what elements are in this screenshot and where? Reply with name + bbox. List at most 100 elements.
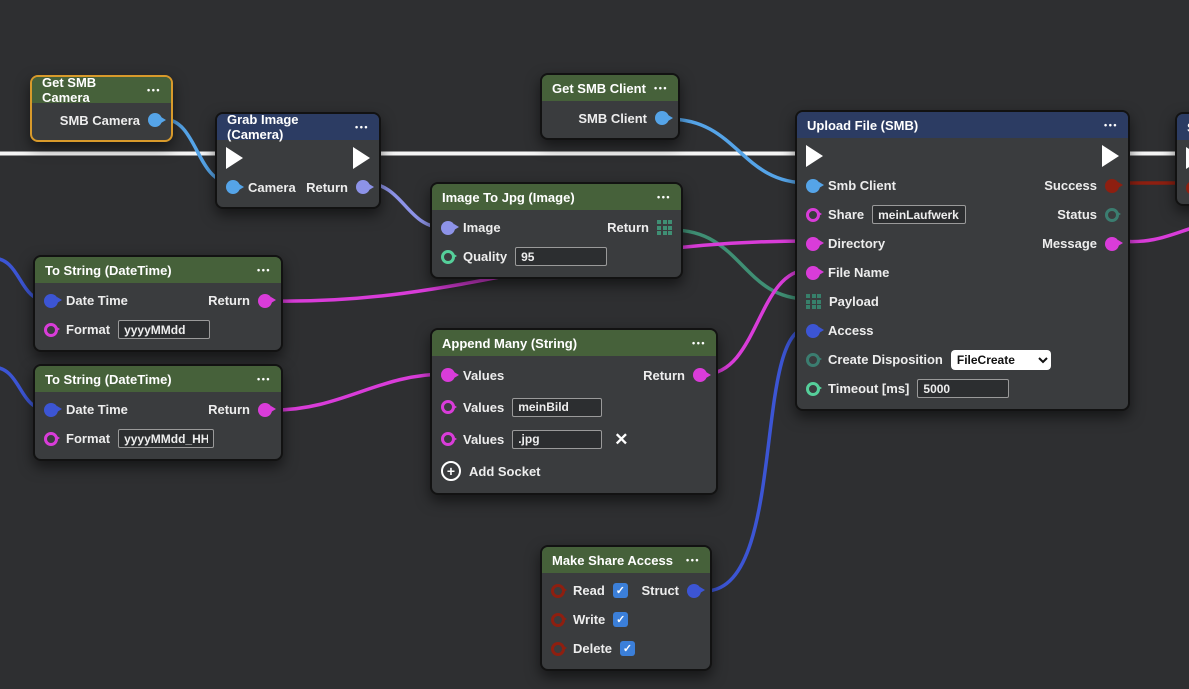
input-socket-create-disposition[interactable] bbox=[806, 352, 822, 367]
output-label: Struct bbox=[641, 583, 679, 598]
node-header[interactable]: Image To Jpg (Image) ••• bbox=[432, 184, 681, 210]
add-socket-label[interactable]: Add Socket bbox=[469, 463, 541, 479]
quality-field[interactable] bbox=[515, 247, 608, 266]
node-upload-file[interactable]: Upload File (SMB) ••• Smb Client Success… bbox=[795, 110, 1130, 411]
node-to-string-datetime-2[interactable]: To String (DateTime) ••• Date Time Retur… bbox=[33, 364, 283, 461]
node-header[interactable]: Make Share Access ••• bbox=[542, 547, 710, 573]
share-field[interactable] bbox=[872, 205, 967, 224]
node-menu-icon[interactable]: ••• bbox=[257, 265, 271, 275]
node-menu-icon[interactable]: ••• bbox=[355, 122, 369, 132]
values-2-field[interactable] bbox=[512, 397, 603, 417]
io-row: Date Time Return bbox=[35, 395, 281, 424]
node-menu-icon[interactable]: ••• bbox=[686, 555, 700, 565]
node-to-string-datetime-1[interactable]: To String (DateTime) ••• Date Time Retur… bbox=[33, 255, 283, 352]
input-socket-smb-client[interactable] bbox=[806, 178, 824, 193]
file-name-wire[interactable] bbox=[704, 268, 809, 376]
format-field[interactable] bbox=[118, 320, 211, 339]
output-socket-struct[interactable] bbox=[687, 583, 705, 598]
output-label: Return bbox=[208, 293, 250, 308]
input-socket-date-time[interactable] bbox=[44, 293, 62, 308]
add-socket-row[interactable]: + Add Socket bbox=[432, 455, 716, 487]
format-field[interactable] bbox=[118, 429, 215, 448]
output-socket-status[interactable] bbox=[1105, 207, 1121, 222]
input-label: Write bbox=[573, 612, 606, 627]
node-menu-icon[interactable]: ••• bbox=[657, 192, 671, 202]
input-socket-delete[interactable] bbox=[551, 641, 567, 656]
output-socket-return[interactable] bbox=[258, 293, 276, 308]
input-socket-format[interactable] bbox=[44, 322, 60, 337]
node-menu-icon[interactable]: ••• bbox=[1104, 120, 1118, 130]
node-image-to-jpg[interactable]: Image To Jpg (Image) ••• Image Return Qu… bbox=[430, 182, 683, 279]
add-socket-icon[interactable]: + bbox=[441, 461, 461, 481]
write-checkbox[interactable]: ✓ bbox=[613, 612, 629, 627]
node-menu-icon[interactable]: ••• bbox=[692, 338, 706, 348]
node-header[interactable]: Get SMB Camera ••• bbox=[32, 75, 171, 105]
input-socket-timeout[interactable] bbox=[806, 381, 822, 396]
node-grab-image[interactable]: Grab Image (Camera) ••• Camera Return bbox=[215, 112, 381, 209]
read-checkbox[interactable]: ✓ bbox=[612, 583, 628, 598]
output-socket-smb-camera[interactable] bbox=[148, 113, 166, 127]
input-socket-date-time[interactable] bbox=[44, 402, 62, 417]
node-header[interactable]: To String (DateTime) ••• bbox=[35, 366, 281, 392]
input-socket-format[interactable] bbox=[44, 431, 60, 446]
node-make-share-access[interactable]: Make Share Access ••• Read ✓ Struct Writ… bbox=[540, 545, 712, 671]
node-title: S bbox=[1187, 120, 1189, 135]
input-socket-access[interactable] bbox=[806, 323, 824, 338]
input-row: Values bbox=[432, 391, 716, 423]
delete-checkbox[interactable]: ✓ bbox=[620, 641, 636, 656]
input-label: Camera bbox=[248, 179, 296, 195]
payload-wire[interactable] bbox=[671, 228, 809, 301]
exec-in-icon[interactable] bbox=[226, 147, 243, 169]
input-socket-values-3[interactable] bbox=[441, 432, 457, 446]
remove-socket-icon[interactable]: ✕ bbox=[614, 429, 629, 449]
input-socket-quality[interactable] bbox=[441, 249, 457, 264]
input-socket-error[interactable] bbox=[1186, 180, 1189, 195]
input-label: Image bbox=[463, 220, 501, 235]
input-socket-read[interactable] bbox=[551, 583, 567, 598]
input-socket-directory[interactable] bbox=[806, 236, 824, 251]
node-menu-icon[interactable]: ••• bbox=[654, 83, 668, 93]
values-wire[interactable] bbox=[273, 372, 447, 412]
output-socket-message[interactable] bbox=[1105, 236, 1123, 251]
output-socket-success[interactable] bbox=[1105, 178, 1123, 193]
node-header[interactable]: S bbox=[1177, 114, 1189, 140]
input-socket-file-name[interactable] bbox=[806, 265, 824, 280]
exec-in-icon[interactable] bbox=[806, 145, 823, 167]
output-socket-return[interactable] bbox=[693, 368, 711, 382]
input-socket-values-2[interactable] bbox=[441, 400, 457, 414]
output-socket-return[interactable] bbox=[356, 180, 374, 194]
exec-out-icon[interactable] bbox=[1102, 145, 1119, 167]
node-get-smb-camera[interactable]: Get SMB Camera ••• SMB Camera bbox=[30, 75, 173, 142]
node-get-smb-client[interactable]: Get SMB Client ••• SMB Client bbox=[540, 73, 680, 140]
node-menu-icon[interactable]: ••• bbox=[147, 85, 161, 95]
input-socket-camera[interactable] bbox=[226, 180, 244, 194]
smb-client-wire[interactable] bbox=[667, 117, 809, 185]
node-menu-icon[interactable]: ••• bbox=[257, 374, 271, 384]
message-wire[interactable] bbox=[1119, 227, 1189, 244]
node-partial-right[interactable]: S bbox=[1175, 112, 1189, 206]
node-header[interactable]: Grab Image (Camera) ••• bbox=[217, 112, 379, 142]
output-socket-return-byte-array-icon[interactable] bbox=[657, 220, 672, 235]
timeout-field[interactable] bbox=[917, 379, 1010, 398]
input-label: Quality bbox=[463, 249, 508, 264]
exec-out-icon[interactable] bbox=[353, 147, 370, 169]
create-disposition-select[interactable]: FileCreate bbox=[950, 349, 1051, 370]
input-socket-share[interactable] bbox=[806, 207, 822, 222]
node-header[interactable]: Append Many (String) ••• bbox=[432, 330, 716, 356]
node-title: Get SMB Camera bbox=[42, 75, 97, 105]
node-header[interactable]: Get SMB Client ••• bbox=[542, 75, 678, 101]
node-header[interactable]: To String (DateTime) ••• bbox=[35, 257, 281, 283]
input-socket-write[interactable] bbox=[551, 612, 567, 627]
output-socket-smb-client[interactable] bbox=[655, 111, 673, 125]
input-socket-image[interactable] bbox=[441, 220, 459, 235]
access-wire[interactable] bbox=[704, 326, 809, 593]
input-label: Values bbox=[463, 431, 505, 447]
input-socket-values-1[interactable] bbox=[441, 368, 459, 382]
node-header[interactable]: Upload File (SMB) ••• bbox=[797, 112, 1128, 138]
output-socket-return[interactable] bbox=[258, 402, 276, 417]
exec-in-icon[interactable] bbox=[1186, 147, 1189, 169]
values-3-field[interactable] bbox=[512, 429, 603, 449]
node-append-many[interactable]: Append Many (String) ••• Values Return V… bbox=[430, 328, 718, 495]
input-socket-payload-byte-array-icon[interactable] bbox=[806, 294, 821, 309]
